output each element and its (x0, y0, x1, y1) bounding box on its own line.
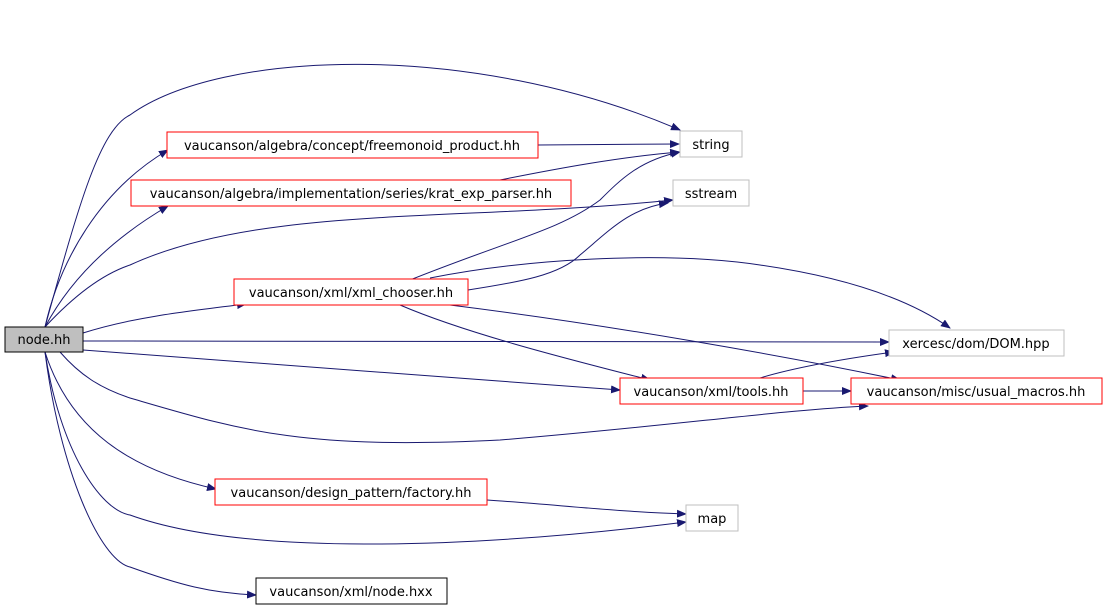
edge-node-to-tools (82, 349, 621, 394)
edge-xmlchooser-to-macros (449, 304, 901, 383)
edge-node-to-factory (44, 351, 217, 491)
node-freemonoid-product[interactable]: vaucanson/algebra/concept/freemonoid_pro… (166, 131, 539, 159)
edge-freemonoid-to-string (537, 140, 680, 149)
node-string-label: string (692, 138, 729, 153)
edge-node-to-macros (59, 351, 869, 444)
edge-node-to-freemonoid (44, 149, 169, 328)
edges (44, 63, 951, 599)
edge-node-to-sstream (44, 196, 674, 328)
edge-node-to-string (44, 63, 681, 328)
node-string: string (679, 130, 743, 158)
edge-xmlchooser-to-sstream (467, 200, 669, 291)
node-usual-macros[interactable]: vaucanson/misc/usual_macros.hh (850, 377, 1103, 405)
edge-node-to-xmlchooser (82, 301, 247, 334)
edge-factory-to-map (486, 499, 687, 518)
node-krat-exp-parser[interactable]: vaucanson/algebra/implementation/series/… (130, 179, 572, 207)
edge-xmlchooser-to-string (409, 149, 681, 281)
edge-node-to-krat (44, 205, 169, 328)
node-node-hxx-label: vaucanson/xml/node.hxx (269, 585, 432, 600)
edge-xmlchooser-to-tools (399, 304, 651, 382)
node-map: map (685, 504, 739, 532)
node-freemonoid-product-label: vaucanson/algebra/concept/freemonoid_pro… (184, 139, 520, 154)
node-root-label: node.hh (17, 333, 70, 348)
node-xml-chooser-label: vaucanson/xml/xml_chooser.hh (249, 286, 453, 301)
node-factory-label: vaucanson/design_pattern/factory.hh (231, 486, 472, 501)
node-dom-label: xercesc/dom/DOM.hpp (902, 337, 1049, 352)
node-usual-macros-label: vaucanson/misc/usual_macros.hh (867, 385, 1086, 400)
edge-node-to-map (44, 351, 687, 545)
node-sstream: sstream (672, 179, 750, 207)
node-tools[interactable]: vaucanson/xml/tools.hh (619, 377, 804, 405)
edge-krat-to-string (499, 148, 680, 181)
edge-node-to-nodehxx (44, 351, 257, 599)
node-map-label: map (698, 512, 727, 527)
edge-xmlchooser-to-dom (429, 257, 951, 329)
nodes: node.hh vaucanson/algebra/concept/freemo… (4, 130, 1103, 605)
node-root[interactable]: node.hh (4, 326, 84, 353)
edge-node-to-dom (82, 337, 890, 346)
node-xml-chooser[interactable]: vaucanson/xml/xml_chooser.hh (233, 278, 469, 306)
edge-tools-to-dom (759, 349, 895, 379)
node-krat-exp-parser-label: vaucanson/algebra/implementation/series/… (150, 187, 552, 202)
node-node-hxx[interactable]: vaucanson/xml/node.hxx (255, 577, 448, 605)
node-dom: xercesc/dom/DOM.hpp (888, 329, 1065, 357)
node-factory[interactable]: vaucanson/design_pattern/factory.hh (214, 478, 488, 506)
node-tools-label: vaucanson/xml/tools.hh (634, 385, 789, 400)
node-sstream-label: sstream (685, 187, 737, 202)
